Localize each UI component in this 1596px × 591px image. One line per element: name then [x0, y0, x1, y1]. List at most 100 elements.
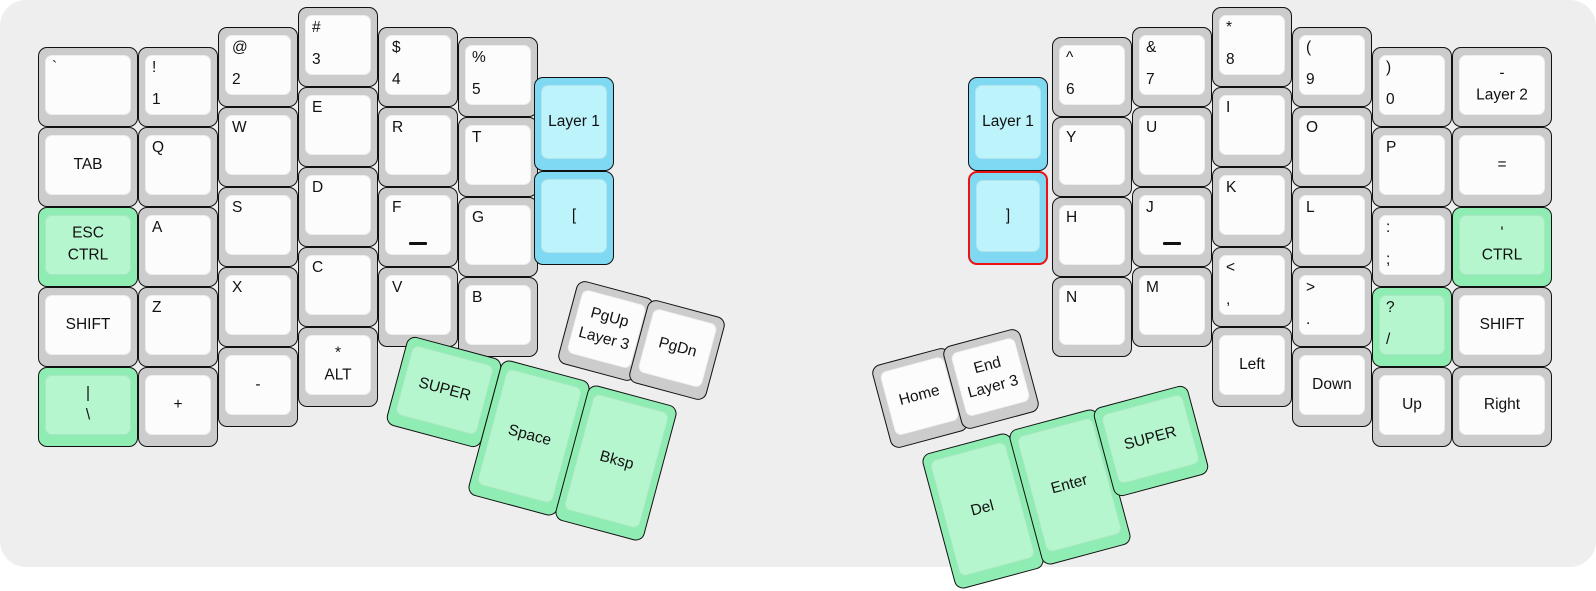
keycap: I: [1219, 95, 1285, 155]
key-left-tab-0-1[interactable]: TAB: [38, 127, 138, 207]
keycap: H: [1059, 205, 1125, 265]
key-left-a-1-2[interactable]: A: [138, 207, 218, 287]
key-left-shift-0-3[interactable]: SHIFT: [38, 287, 138, 367]
key-left-s-2-2[interactable]: S: [218, 187, 298, 267]
keycap: * ALT: [305, 335, 371, 395]
key-right-layer-2-6-0[interactable]: - Layer 2: [1452, 47, 1552, 127]
keycap: ?/: [1379, 295, 1445, 355]
key-left-layer-1-6-0[interactable]: Layer 1: [534, 77, 614, 171]
key-left-z-1-3[interactable]: Z: [138, 287, 218, 367]
key-right-o-4-1[interactable]: O: [1292, 107, 1372, 187]
key-right-key-4-0[interactable]: (9: [1292, 27, 1372, 107]
key-legend: J: [1146, 199, 1154, 216]
key-legend: A: [152, 219, 163, 236]
key-left-key-1-0[interactable]: !1: [138, 47, 218, 127]
key-right-j-2-2[interactable]: J: [1132, 187, 1212, 267]
key-right-key-3-3[interactable]: <,: [1212, 247, 1292, 327]
key-left-b-5-3[interactable]: B: [458, 277, 538, 357]
keycap: @2: [225, 35, 291, 95]
key-right-key-4-3[interactable]: >.: [1292, 267, 1372, 347]
key-legend-top: @: [232, 39, 248, 56]
key-left-key-2-0[interactable]: @2: [218, 27, 298, 107]
key-legend: L: [1306, 199, 1315, 216]
key-right-h-1-2[interactable]: H: [1052, 197, 1132, 277]
key-legend-bottom: ;: [1386, 251, 1391, 269]
key-left-key-0-4[interactable]: | \: [38, 367, 138, 447]
key-left-f-4-2[interactable]: F: [378, 187, 458, 267]
key-legend-top: :: [1386, 219, 1391, 236]
key-right-key-2-0[interactable]: &7: [1132, 27, 1212, 107]
key-left-key-6-1[interactable]: [: [534, 171, 614, 265]
key-left-x-2-3[interactable]: X: [218, 267, 298, 347]
key-left-e-3-1[interactable]: E: [298, 87, 378, 167]
keycap: S: [225, 195, 291, 255]
key-right-key-0-1[interactable]: ]: [968, 171, 1048, 265]
keycap: ESC CTRL: [45, 215, 131, 275]
key-right-n-1-3[interactable]: N: [1052, 277, 1132, 357]
key-right-key-1-0[interactable]: ^6: [1052, 37, 1132, 117]
key-right-key-6-1[interactable]: =: [1452, 127, 1552, 207]
keycap: A: [145, 215, 211, 275]
keycap: F: [385, 195, 451, 255]
key-left-alt-3-4[interactable]: * ALT: [298, 327, 378, 407]
key-left-key-3-0[interactable]: #3: [298, 7, 378, 87]
key-left-layer-2-0-0[interactable]: `: [38, 47, 138, 127]
key-left-c-3-3[interactable]: C: [298, 247, 378, 327]
key-left-g-5-2[interactable]: G: [458, 197, 538, 277]
key-left-key-2-4[interactable]: -: [218, 347, 298, 427]
keycap: | \: [45, 375, 131, 435]
key-legend: Space: [506, 421, 554, 450]
key-legend: X: [232, 279, 243, 296]
key-left-key-4-0[interactable]: $4: [378, 27, 458, 107]
key-legend: TAB: [73, 155, 103, 173]
key-legend: Layer 1: [982, 112, 1034, 130]
key-legend: Bksp: [597, 447, 636, 474]
key-right-shift-6-3[interactable]: SHIFT: [1452, 287, 1552, 367]
key-right-down-4-4[interactable]: Down: [1292, 347, 1372, 427]
key-left-w-2-1[interactable]: W: [218, 107, 298, 187]
key-right-left-3-4[interactable]: Left: [1212, 327, 1292, 407]
key-legend: I: [1226, 99, 1231, 116]
key-legend-top: %: [472, 49, 486, 66]
key-right-right-6-4[interactable]: Right: [1452, 367, 1552, 447]
key-left-q-1-1[interactable]: Q: [138, 127, 218, 207]
key-right-p-5-1[interactable]: P: [1372, 127, 1452, 207]
key-right-m-2-3[interactable]: M: [1132, 267, 1212, 347]
key-legend-top: ): [1386, 59, 1392, 76]
keycap: L: [1299, 195, 1365, 255]
key-legend-top: &: [1146, 39, 1157, 56]
keycap: Z: [145, 295, 211, 355]
keycap: <,: [1219, 255, 1285, 315]
key-left-v-4-3[interactable]: V: [378, 267, 458, 347]
key-left-r-4-1[interactable]: R: [378, 107, 458, 187]
key-legend-bottom: 3: [312, 51, 321, 69]
key-right-k-3-2[interactable]: K: [1212, 167, 1292, 247]
key-left-key-1-4[interactable]: +: [138, 367, 218, 447]
key-right-key-5-2[interactable]: :;: [1372, 207, 1452, 287]
key-legend: T: [472, 129, 482, 146]
keycap: *8: [1219, 15, 1285, 75]
key-right-up-5-4[interactable]: Up: [1372, 367, 1452, 447]
key-right-key-5-0[interactable]: )0: [1372, 47, 1452, 127]
key-legend: O: [1306, 119, 1319, 136]
keycap: =: [1459, 135, 1545, 195]
key-left-ctrl-0-2[interactable]: ESC CTRL: [38, 207, 138, 287]
key-right-key-3-0[interactable]: *8: [1212, 7, 1292, 87]
key-right-l-4-2[interactable]: L: [1292, 187, 1372, 267]
key-right-ctrl-6-2[interactable]: ' CTRL: [1452, 207, 1552, 287]
key-legend: End Layer 3: [966, 353, 1021, 403]
key-legend: Z: [152, 299, 162, 316]
key-right-layer-1-0-0[interactable]: Layer 1: [968, 77, 1048, 171]
keycap: &7: [1139, 35, 1205, 95]
key-left-d-3-2[interactable]: D: [298, 167, 378, 247]
key-legend-bottom: ,: [1226, 291, 1231, 309]
key-right-key-5-3[interactable]: ?/: [1372, 287, 1452, 367]
key-left-t-5-1[interactable]: T: [458, 117, 538, 197]
keycap: SHIFT: [45, 295, 131, 355]
key-right-y-1-1[interactable]: Y: [1052, 117, 1132, 197]
key-right-u-2-1[interactable]: U: [1132, 107, 1212, 187]
key-left-key-5-0[interactable]: %5: [458, 37, 538, 117]
key-right-i-3-1[interactable]: I: [1212, 87, 1292, 167]
keycap: End Layer 3: [950, 336, 1031, 418]
key-legend: SUPER: [1122, 423, 1179, 454]
